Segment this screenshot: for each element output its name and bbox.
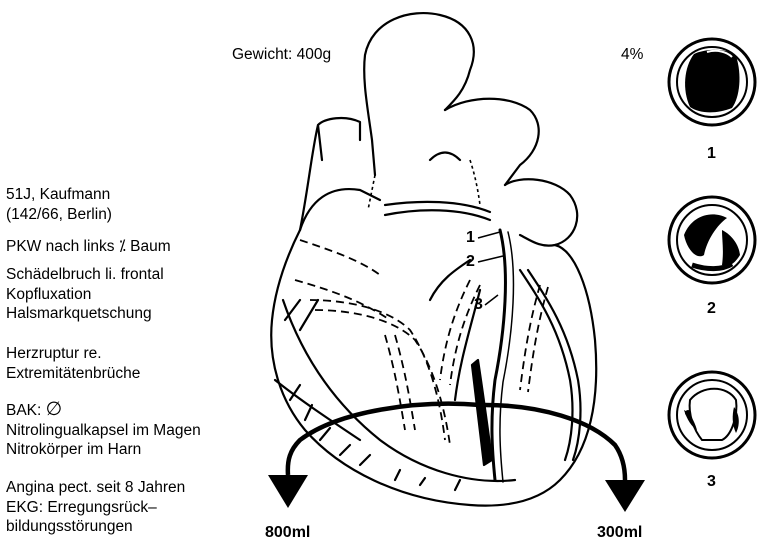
heart-outline	[271, 230, 596, 506]
bak-symbol: ∅	[46, 399, 63, 420]
rupture	[472, 360, 492, 465]
heart-weight: Gewicht: 400g	[232, 45, 331, 64]
vena-cava-outline	[300, 118, 360, 230]
stenosis-percent: 4%	[621, 45, 643, 64]
arrowhead-left	[268, 475, 308, 508]
aorta-outline	[364, 13, 474, 175]
cross-section-label-3: 3	[707, 473, 716, 491]
cross-section-1	[669, 39, 755, 125]
cross-section-label-2: 2	[707, 300, 716, 318]
arrow-right	[485, 405, 625, 480]
note-history: Angina pect. seit 8 Jahren EKG: Erregung…	[6, 478, 185, 537]
arrow-left	[288, 404, 480, 475]
pulmonary-trunk-outline	[430, 99, 539, 185]
note-heart: Herzruptur re. Extremitätenbrüche	[6, 344, 140, 383]
note-tox: BAK: ∅ Nitrolingualkapsel im Magen Nitro…	[6, 400, 201, 460]
cross-section-3	[669, 372, 755, 458]
cross-section-2	[669, 197, 755, 283]
note-identity: 51J, Kaufmann (142/66, Berlin)	[6, 185, 112, 224]
volume-right: 300ml	[597, 524, 642, 542]
vessel-label-3: 3	[474, 296, 483, 314]
vessel-label-1: 1	[466, 229, 475, 247]
note-accident: PKW nach links ⁒ Baum	[6, 237, 171, 257]
arrowhead-right	[605, 480, 645, 512]
coronary-artery	[492, 230, 505, 480]
auricle-outline	[505, 179, 577, 245]
vessel-label-2: 2	[466, 253, 475, 271]
note-injuries: Schädelbruch li. frontal Kopfluxation Ha…	[6, 265, 164, 324]
cross-section-label-1: 1	[707, 145, 716, 163]
volume-left: 800ml	[265, 524, 310, 542]
